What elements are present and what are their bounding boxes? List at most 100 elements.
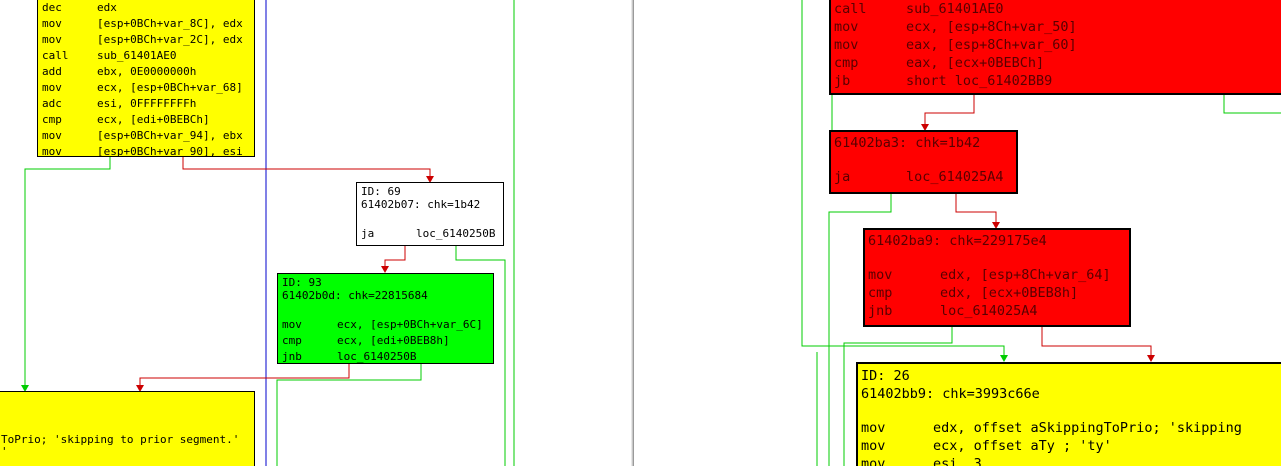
instruction-line: call sub_61401AE0	[834, 0, 1281, 18]
block-header: 61402b07: chk=1b42	[361, 198, 481, 211]
instruction-operand: loc_6140250B	[337, 350, 417, 363]
instruction-mnemonic: dec	[42, 1, 62, 14]
instruction-operand: loc_614025A4	[906, 169, 1004, 185]
instruction-mnemonic: cmp	[834, 55, 859, 71]
instruction-operand: ecx, [esp+0BCh+var_68]	[97, 81, 243, 94]
instruction-mnemonic: mov	[861, 456, 886, 466]
edge-red	[1041, 326, 1152, 356]
instruction-line: cmp ecx, [edi+0BEBCh]	[42, 112, 254, 128]
block-id-label: ID: 69	[361, 185, 401, 198]
instruction-mnemonic: mov	[42, 33, 62, 46]
instruction-mnemonic: mov	[42, 145, 62, 157]
instruction-mnemonic: adc	[42, 97, 62, 110]
instruction-operand: ebx, 0E0000000h	[97, 65, 197, 78]
block-header: 61402bb9: chk=3993c66e	[861, 386, 1040, 402]
block-header: 61402ba9: chk=229175e4	[868, 233, 1047, 249]
instruction-operand: [esp+0BCh+var_8C], edx	[97, 17, 243, 30]
pane-splitter[interactable]	[631, 0, 634, 466]
edge-red	[924, 94, 975, 124]
code-line: ToPrio; 'skipping to prior segment.'	[1, 433, 240, 446]
instruction-operand: eax, [ecx+0BEBCh]	[906, 55, 1045, 71]
arrow-head	[992, 222, 1000, 229]
edge-green	[455, 246, 506, 466]
instruction-line: cmp eax, [ecx+0BEBCh]	[834, 54, 1281, 72]
instruction-mnemonic: cmp	[42, 113, 62, 126]
instruction-operand: edx	[97, 1, 117, 14]
instruction-operand: ecx, [edi+0BEB8h]	[337, 334, 450, 347]
edge-red	[139, 364, 350, 385]
code-block-61402ba3[interactable]: 61402ba3: chk=1b42 ja loc_614025A4	[829, 130, 1018, 194]
instruction-operand: sub_61401AE0	[97, 49, 177, 62]
instruction-mnemonic: mov	[42, 17, 62, 30]
instruction-operand: sub_61401AE0	[906, 1, 1004, 17]
instruction-mnemonic: call	[42, 49, 69, 62]
instruction-line: add ebx, 0E0000000h	[42, 64, 254, 80]
instruction-line: jnb loc_614025A4	[868, 302, 1129, 320]
instruction-mnemonic: jnb	[282, 350, 302, 363]
instruction-mnemonic: ja	[834, 169, 851, 185]
instruction-mnemonic: mov	[42, 129, 62, 142]
instruction-operand: edx, offset aSkippingToPrio; 'skipping	[933, 420, 1242, 436]
edge-green	[828, 193, 892, 466]
edge-red	[955, 193, 997, 222]
instruction-line: dec edx	[42, 0, 254, 16]
instruction-operand: loc_614025A4	[940, 303, 1038, 319]
instruction-line: mov ecx, offset aTy ; 'ty'	[861, 437, 1281, 455]
instruction-mnemonic: mov	[861, 438, 886, 454]
instruction-operand: ecx, [edi+0BEBCh]	[97, 113, 210, 126]
code-line: '	[1, 445, 8, 458]
instruction-mnemonic: jnb	[868, 303, 893, 319]
arrow-head	[381, 266, 389, 273]
instruction-mnemonic: add	[42, 65, 62, 78]
instruction-line: ja loc_6140250B	[361, 226, 503, 242]
edge-green	[276, 364, 422, 466]
instruction-mnemonic: mov	[834, 37, 859, 53]
instruction-mnemonic: cmp	[282, 334, 302, 347]
instruction-line: adc esi, 0FFFFFFFFh	[42, 96, 254, 112]
instruction-line: mov[esp+0BCh+var_94], ebx	[42, 128, 254, 144]
instruction-mnemonic: mov	[861, 420, 886, 436]
code-block-id-69[interactable]: ID: 69 61402b07: chk=1b42 ja loc_6140250B	[356, 182, 504, 246]
instruction-operand: esi, 0FFFFFFFFh	[97, 97, 197, 110]
instruction-mnemonic: cmp	[868, 285, 893, 301]
arrow-head	[921, 124, 929, 131]
instruction-mnemonic: call	[834, 1, 867, 17]
block-id-label: ID: 93	[282, 276, 322, 289]
instruction-line: cmp edx, [ecx+0BEB8h]	[868, 284, 1129, 302]
instruction-operand: ecx, [esp+8Ch+var_50]	[906, 19, 1077, 35]
instruction-operand: edx, [esp+8Ch+var_64]	[940, 267, 1111, 283]
instruction-operand: edx, [ecx+0BEB8h]	[940, 285, 1079, 301]
code-block-bottom[interactable]: ToPrio; 'skipping to prior segment.' '	[0, 391, 255, 466]
instruction-line: jnb loc_6140250B	[282, 349, 493, 363]
instruction-mnemonic: ja	[361, 227, 375, 240]
instruction-line: mov [esp+0BCh+var_8C], edx	[42, 16, 254, 32]
edge-red	[182, 156, 431, 176]
instruction-mnemonic: jb	[834, 73, 851, 89]
instruction-mnemonic: mov	[834, 19, 859, 35]
instruction-operand: [esp+0BCh+var_2C], edx	[97, 33, 243, 46]
arrow-head	[136, 385, 144, 392]
instruction-operand: ecx, offset aTy ; 'ty'	[933, 438, 1112, 454]
instruction-operand: loc_6140250B	[416, 227, 496, 240]
arrow-head	[21, 385, 29, 392]
instruction-mnemonic: mov	[282, 318, 302, 331]
block-header: 61402ba3: chk=1b42	[834, 135, 981, 151]
instruction-line: mov [esp+0BCh+var_2C], edx	[42, 32, 254, 48]
edge-green	[24, 156, 111, 385]
instruction-line: mov ecx, [esp+8Ch+var_50]	[834, 18, 1281, 36]
instruction-line: ja loc_614025A4	[834, 168, 1016, 186]
code-block-id-26[interactable]: ID: 26 61402bb9: chk=3993c66e mov edx, of…	[856, 362, 1281, 466]
edge-green	[843, 326, 953, 466]
block-header: 61402b0d: chk=22815684	[282, 289, 428, 302]
block-id-label: ID: 26	[861, 368, 910, 384]
